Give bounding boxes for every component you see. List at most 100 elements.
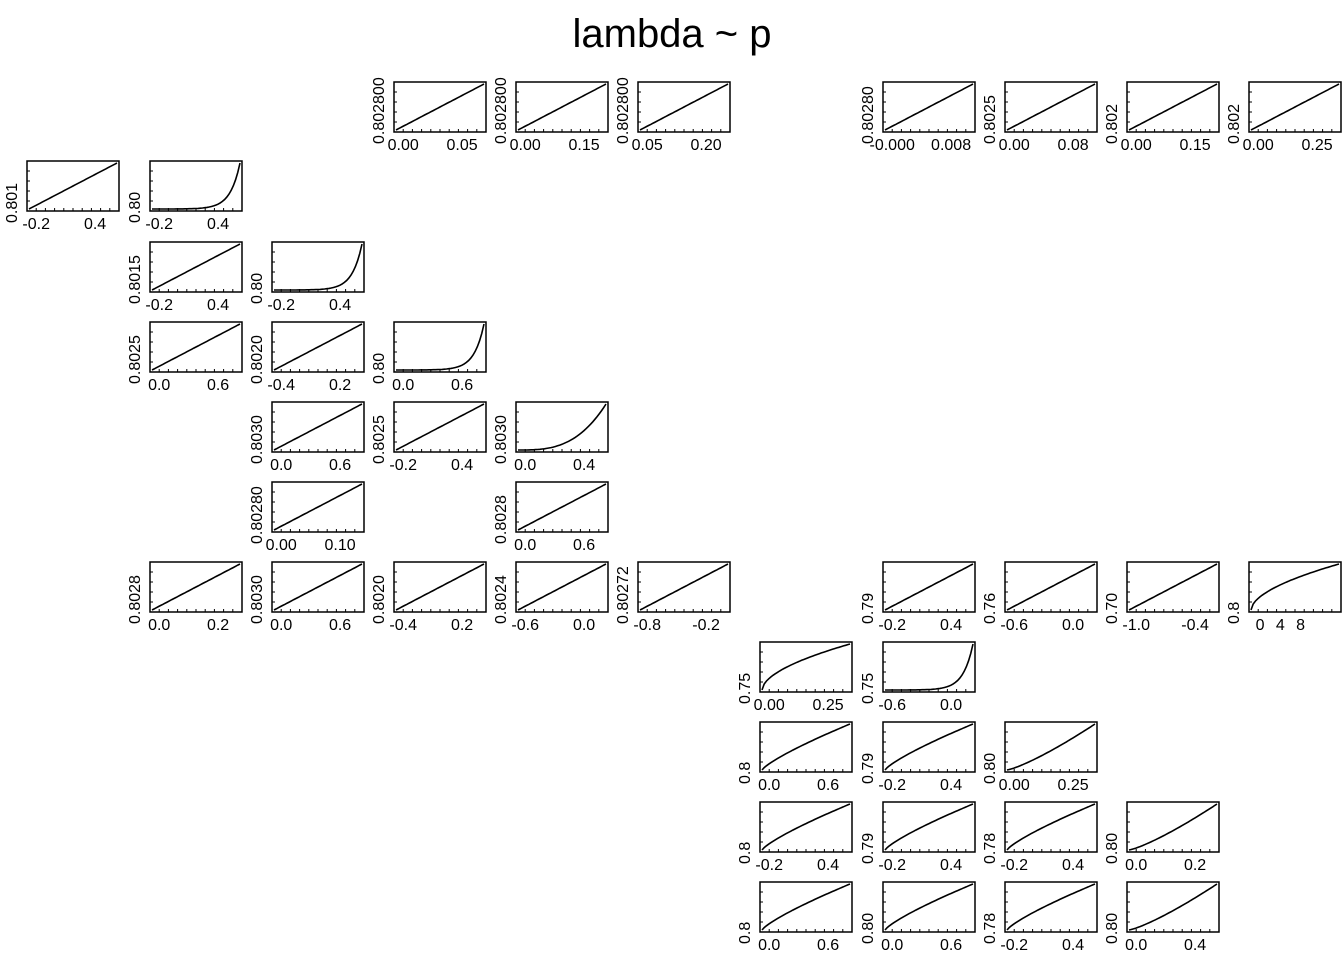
- x-tick-label: -0.2: [878, 617, 906, 634]
- x-tick-label: -0.2: [145, 297, 173, 314]
- y-axis-label: 0.8024: [493, 575, 510, 624]
- x-tick-label: 0.15: [1180, 137, 1211, 154]
- y-axis-label: 0.8030: [493, 415, 510, 464]
- series-line: [517, 563, 607, 611]
- series-line: [1006, 723, 1096, 771]
- x-tick-label: 0.00: [388, 137, 419, 154]
- series-line: [1128, 83, 1218, 131]
- y-axis-label: 0.80: [127, 192, 144, 223]
- y-axis-label: 0.79: [860, 833, 877, 864]
- panel-frame: [1126, 881, 1220, 933]
- y-axis-label: 0.79: [860, 753, 877, 784]
- y-axis-label: 0.80272: [615, 566, 632, 624]
- series-line: [761, 883, 851, 931]
- x-tick-label: 0.0: [881, 937, 903, 954]
- x-tick-label: 0.0: [1062, 617, 1084, 634]
- x-tick-label: -0.2: [267, 297, 295, 314]
- series-line: [395, 83, 485, 131]
- series-line: [1006, 83, 1096, 131]
- series-line: [884, 563, 974, 611]
- series-line: [395, 403, 485, 451]
- x-tick-label: 0.4: [940, 777, 962, 794]
- x-tick-label: -0.6: [1000, 617, 1028, 634]
- y-axis-label: 0.8025: [982, 95, 999, 144]
- series-line: [761, 803, 851, 851]
- series-line: [273, 483, 363, 531]
- y-axis-label: 0.80280: [860, 86, 877, 144]
- x-tick-label: 0.4: [207, 216, 229, 233]
- series-line: [152, 162, 241, 210]
- y-axis-label: 0.8: [737, 762, 754, 784]
- x-tick-label: 0.25: [1302, 137, 1333, 154]
- x-tick-label: 0.0: [514, 457, 536, 474]
- x-tick-label: 0: [1256, 617, 1265, 634]
- x-tick-label: 0.00: [266, 537, 297, 554]
- series-line: [761, 643, 851, 691]
- series-line: [761, 723, 851, 771]
- series-line: [273, 323, 363, 371]
- x-tick-label: 0.6: [940, 937, 962, 954]
- x-tick-label: 0.6: [817, 777, 839, 794]
- y-axis-label: 0.802: [1226, 104, 1243, 144]
- x-tick-label: 0.00: [1121, 137, 1152, 154]
- x-tick-label: 0.4: [940, 617, 962, 634]
- x-tick-label: 0.05: [632, 137, 663, 154]
- x-tick-label: 0.0: [514, 537, 536, 554]
- panel-23: -0.8-0.20.80272: [615, 561, 731, 634]
- x-tick-label: 4: [1276, 617, 1285, 634]
- y-axis-label: 0.80: [1104, 913, 1121, 944]
- y-axis-label: 0.8: [1226, 602, 1243, 624]
- series-line: [151, 323, 241, 371]
- x-tick-label: 0.0: [940, 697, 962, 714]
- x-tick-label: 0.0: [1125, 937, 1147, 954]
- x-tick-label: -0.4: [267, 377, 295, 394]
- y-axis-label: 0.802800: [371, 77, 388, 144]
- x-tick-label: 0.6: [817, 937, 839, 954]
- series-line: [517, 83, 607, 131]
- series-line: [639, 563, 729, 611]
- y-axis-label: 0.8028: [127, 575, 144, 624]
- x-tick-label: 0.0: [392, 377, 414, 394]
- series-line: [639, 83, 729, 131]
- y-axis-label: 0.801: [4, 183, 21, 223]
- x-tick-label: 0.0: [573, 617, 595, 634]
- y-axis-label: 0.8025: [371, 415, 388, 464]
- y-axis-label: 0.802800: [615, 77, 632, 144]
- x-tick-label: 0.00: [999, 137, 1030, 154]
- x-tick-label: 0.00: [754, 697, 785, 714]
- panel-frame: [393, 321, 487, 373]
- x-tick-label: 0.6: [573, 537, 595, 554]
- x-tick-label: 0.10: [325, 537, 356, 554]
- x-tick-label: 0.0: [270, 457, 292, 474]
- y-axis-label: 0.70: [1104, 593, 1121, 624]
- x-tick-label: 0.00: [510, 137, 541, 154]
- x-tick-label: 0.4: [1062, 937, 1084, 954]
- y-axis-label: 0.79: [860, 593, 877, 624]
- panel-frame: [271, 241, 365, 293]
- series-line: [518, 403, 607, 451]
- x-tick-label: 0.00: [999, 777, 1030, 794]
- x-tick-label: -0.4: [1181, 617, 1209, 634]
- series-line: [1128, 883, 1218, 931]
- series-line: [885, 643, 974, 691]
- x-tick-label: 0.0: [148, 377, 170, 394]
- x-tick-label: 0.2: [329, 377, 351, 394]
